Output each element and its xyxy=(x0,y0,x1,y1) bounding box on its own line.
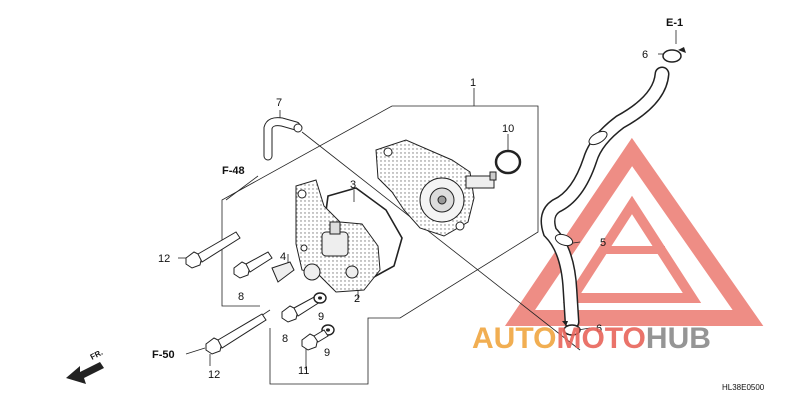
callout-9-lower: 9 xyxy=(324,347,330,359)
o-ring xyxy=(494,149,522,175)
bolt-8-upper xyxy=(233,251,273,279)
callout-7: 7 xyxy=(276,97,282,109)
watermark-part-moto: MOTO xyxy=(556,322,645,355)
watermark-text: AUTOMOTOHUB xyxy=(472,322,711,355)
water-pump xyxy=(375,139,497,237)
watermark-part-hub: HUB xyxy=(646,322,711,355)
watermark-part-auto: AUTO xyxy=(472,322,556,355)
bolt-12-upper xyxy=(185,231,241,269)
drawing-code: HL38E0500 xyxy=(722,383,765,392)
watermark-logo xyxy=(504,137,764,326)
bracket xyxy=(271,261,295,283)
hose-clip-lower xyxy=(562,321,581,336)
washer-9-upper xyxy=(313,292,327,304)
callout-11: 11 xyxy=(298,365,309,377)
callout-6-lower: 6 xyxy=(596,323,602,335)
ref-f-50: F-50 xyxy=(152,349,175,361)
callout-6-upper: 6 xyxy=(642,49,648,61)
callout-12-lower: 12 xyxy=(208,369,220,381)
hose-clip-upper xyxy=(662,47,686,63)
callout-9-upper: 9 xyxy=(318,311,324,323)
callout-4: 4 xyxy=(280,251,286,263)
bolt-12-lower xyxy=(205,313,267,355)
hose-7 xyxy=(263,117,303,161)
callout-8-lower: 8 xyxy=(282,333,288,345)
callout-12-upper: 12 xyxy=(158,253,170,265)
callout-1: 1 xyxy=(470,77,476,89)
callout-5: 5 xyxy=(600,237,606,249)
callout-3: 3 xyxy=(350,179,356,191)
hose-5 xyxy=(540,66,670,330)
pump-cover xyxy=(295,179,381,293)
front-arrow-icon xyxy=(66,362,104,384)
callout-10: 10 xyxy=(502,123,514,135)
front-label: FR. xyxy=(89,348,105,362)
bolt-11 xyxy=(301,329,329,351)
ref-e-1: E-1 xyxy=(666,17,683,29)
callout-2: 2 xyxy=(354,293,360,305)
ref-f-48: F-48 xyxy=(222,165,245,177)
callout-8-upper: 8 xyxy=(238,291,244,303)
